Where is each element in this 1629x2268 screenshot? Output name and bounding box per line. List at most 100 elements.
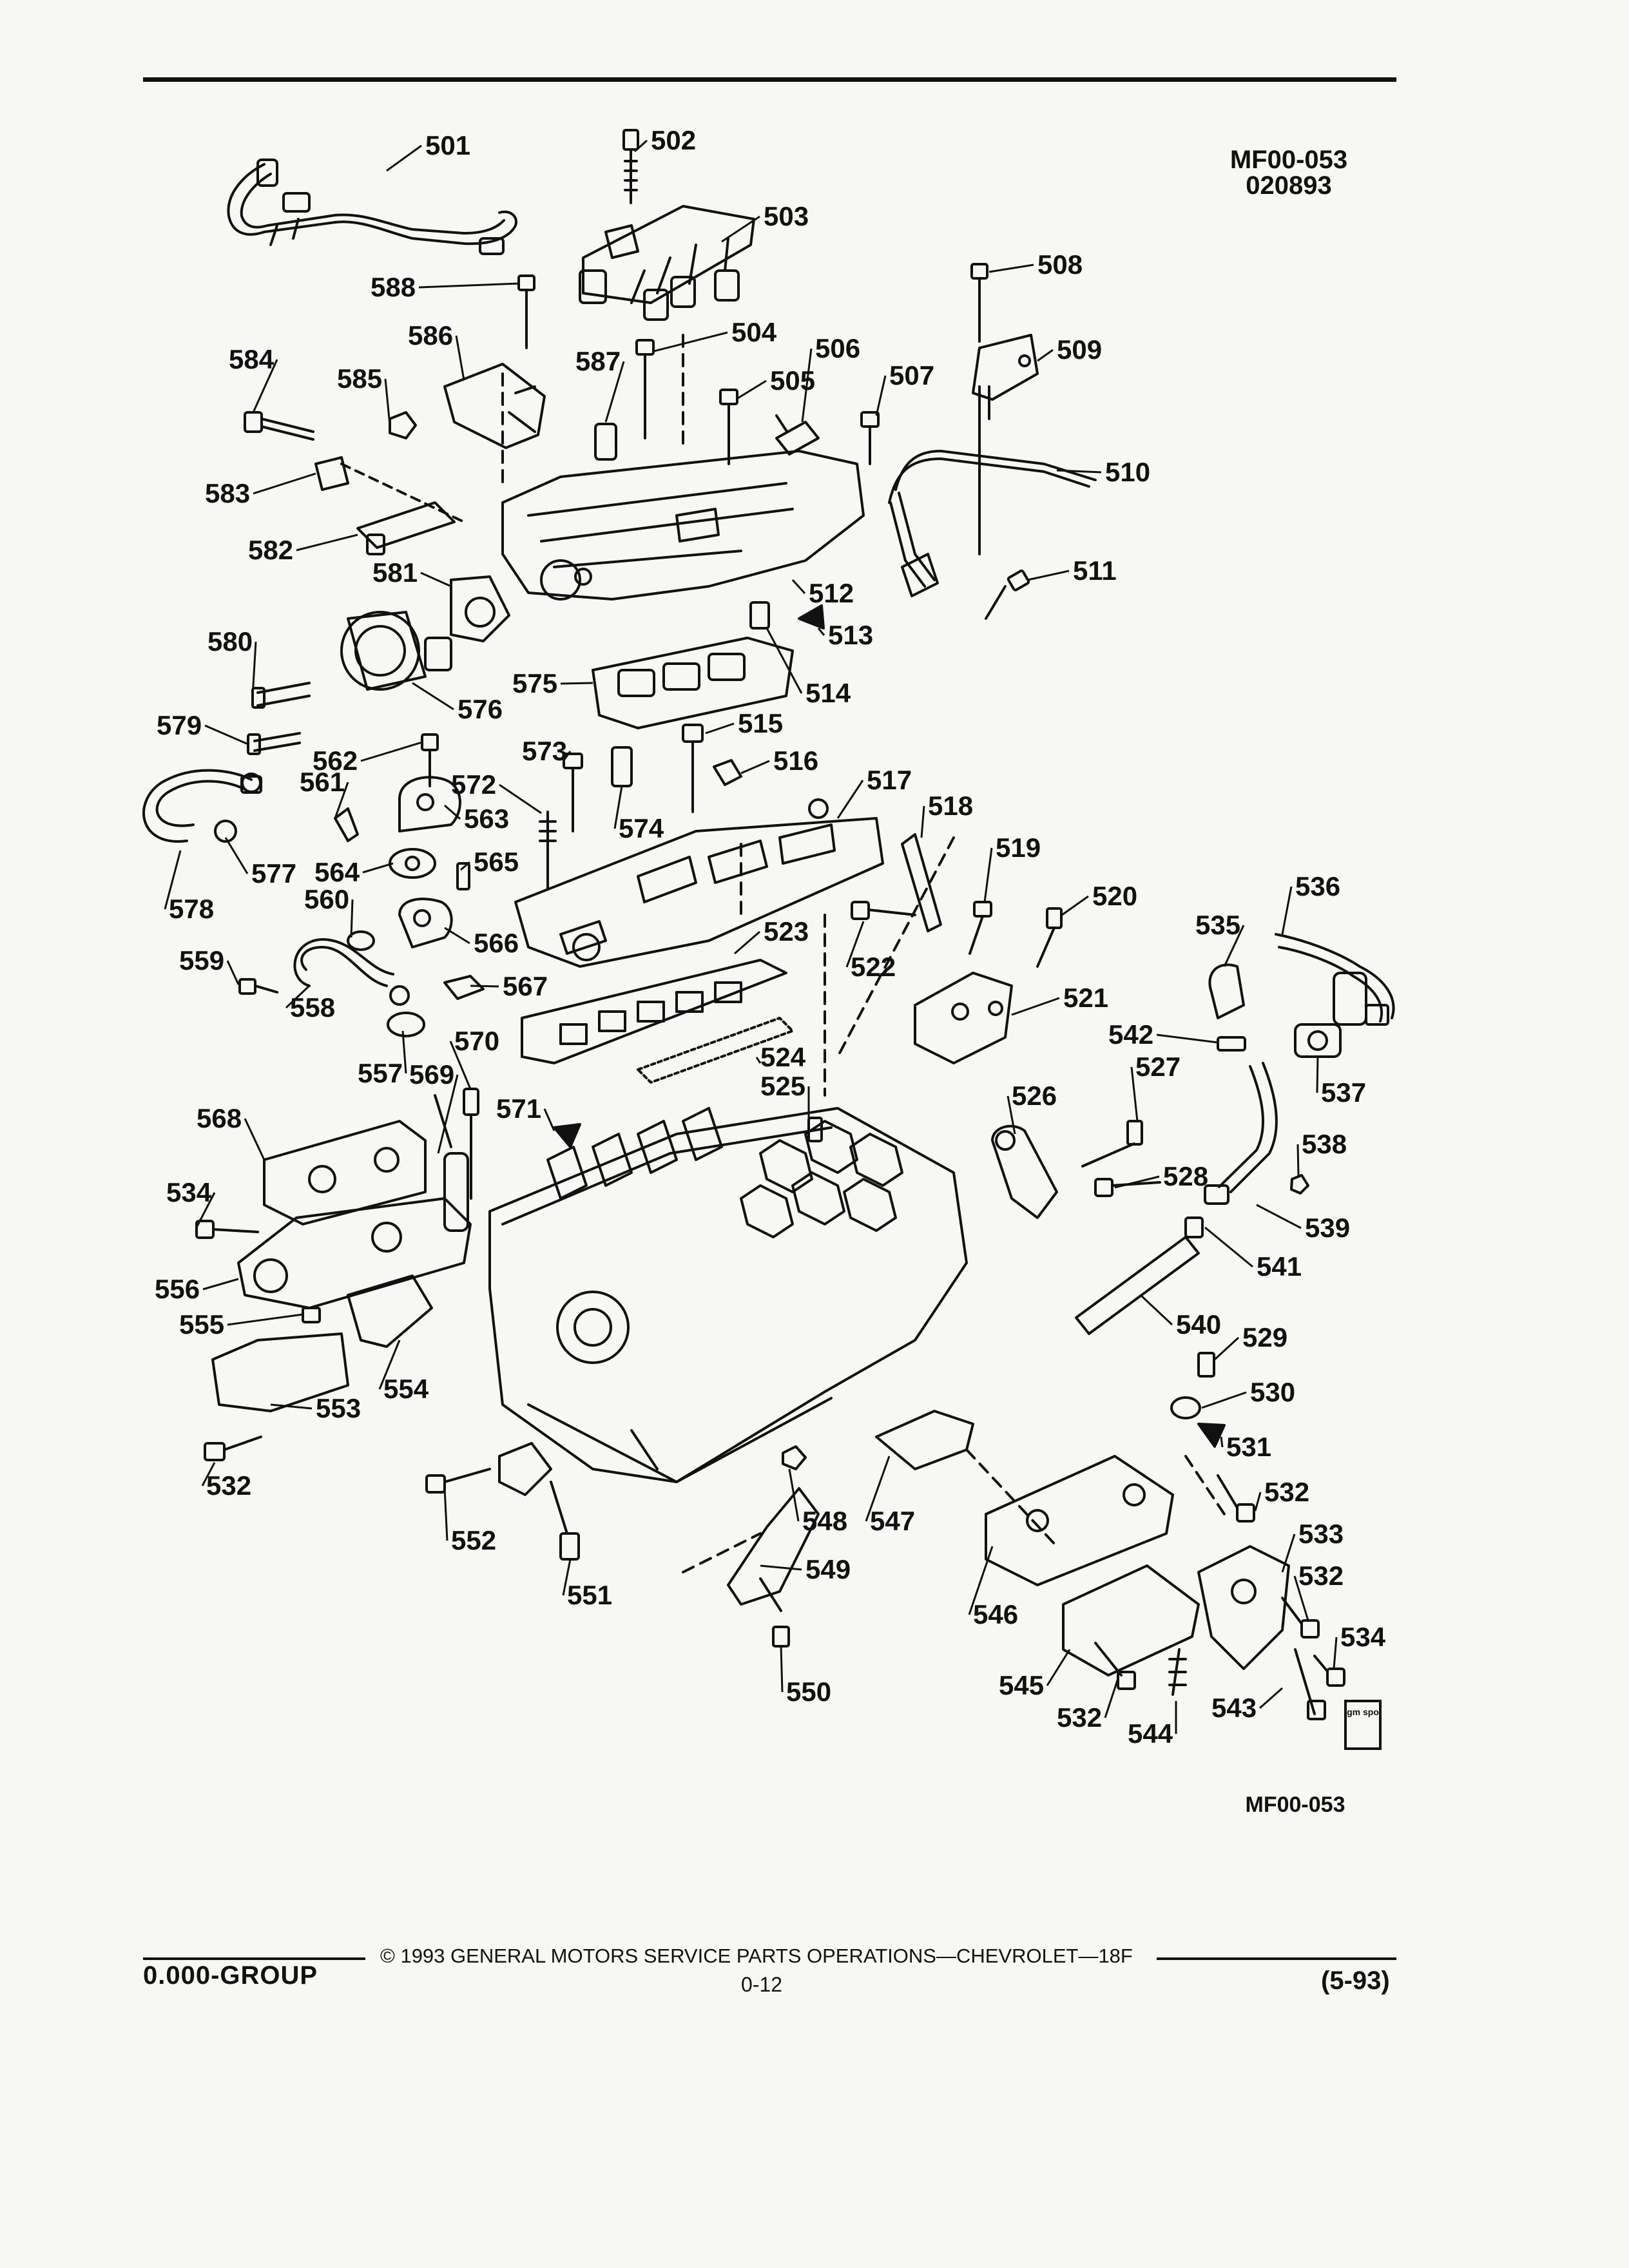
part-label-548: 548 <box>802 1506 847 1536</box>
part-label-570: 570 <box>454 1026 499 1056</box>
part-565-plug <box>456 862 470 890</box>
part-532-bolt-right-upper <box>1217 1474 1255 1523</box>
leader-line-588 <box>418 282 519 289</box>
part-522-bolt <box>851 901 916 920</box>
leader-line-565 <box>460 861 470 871</box>
leader-line-513 <box>817 628 825 636</box>
leader-line-519 <box>983 847 993 903</box>
part-label-552: 552 <box>451 1525 496 1555</box>
footer-rule-left <box>143 1957 365 1960</box>
part-518-bracket <box>901 833 942 932</box>
part-label-567: 567 <box>503 971 548 1001</box>
part-label-582: 582 <box>248 535 293 565</box>
gm-spo-logo: gm spo <box>1344 1700 1382 1750</box>
leader-line-556 <box>202 1278 239 1291</box>
part-label-577: 577 <box>251 858 296 889</box>
part-label-562: 562 <box>313 745 358 776</box>
leader-line-564 <box>362 862 394 874</box>
leader-line-527 <box>1130 1066 1139 1122</box>
part-label-505: 505 <box>770 365 815 396</box>
part-label-516: 516 <box>773 745 818 776</box>
part-527-bolt <box>1081 1120 1143 1168</box>
part-504-bolt <box>635 339 655 439</box>
part-label-532d: 532 <box>1057 1702 1102 1733</box>
part-label-578: 578 <box>169 894 214 924</box>
part-label-539: 539 <box>1305 1213 1350 1243</box>
leader-line-540 <box>1139 1294 1173 1326</box>
leader-line-520 <box>1061 895 1089 916</box>
part-label-543: 543 <box>1211 1693 1257 1723</box>
part-568-heat-shield <box>263 1120 427 1225</box>
part-label-564: 564 <box>314 857 360 887</box>
part-532-bolt-left <box>204 1436 262 1461</box>
part-524-gasket <box>637 1017 794 1084</box>
part-508-bolt <box>970 263 988 343</box>
part-556-exhaust-manifold <box>237 1197 472 1309</box>
leader-line-511 <box>1027 570 1070 581</box>
leader-line-512 <box>791 579 806 595</box>
leader-line-526 <box>1007 1095 1016 1135</box>
part-label-561: 561 <box>300 767 345 797</box>
part-label-519: 519 <box>996 832 1041 863</box>
leader-line-523 <box>734 930 760 955</box>
part-label-526: 526 <box>1012 1081 1057 1111</box>
part-583-bracket <box>314 456 349 491</box>
part-label-550: 550 <box>786 1677 831 1707</box>
leader-line-559 <box>226 960 240 985</box>
leader-line-516 <box>740 760 770 774</box>
part-label-574: 574 <box>619 813 664 843</box>
part-label-586: 586 <box>408 320 453 351</box>
top-rule <box>143 77 1396 82</box>
leader-line-572 <box>499 783 542 814</box>
part-label-511: 511 <box>1073 555 1117 586</box>
leader-line-509 <box>1037 349 1054 362</box>
part-519-bolt <box>969 901 992 955</box>
part-534-bolt-right <box>1313 1655 1345 1687</box>
part-label-581: 581 <box>372 557 418 588</box>
leader-line-510 <box>1056 469 1102 474</box>
leader-line-508 <box>988 264 1034 273</box>
leader-line-577 <box>224 837 249 874</box>
part-574-sensor <box>611 746 633 787</box>
leader-line-507 <box>875 375 887 416</box>
leader-line-563 <box>444 804 461 820</box>
part-label-541: 541 <box>1257 1251 1302 1282</box>
part-label-547: 547 <box>870 1506 915 1536</box>
leader-line-561 <box>334 782 349 819</box>
footer-page-number: 0-12 <box>741 1973 783 1996</box>
part-523-gasket <box>521 959 787 1064</box>
part-label-575: 575 <box>512 668 557 698</box>
part-label-510: 510 <box>1105 457 1150 487</box>
leader-line-502 <box>633 139 648 153</box>
figure-date: 020893 <box>1246 171 1332 200</box>
leader-line-576 <box>412 682 454 711</box>
part-label-554: 554 <box>383 1374 429 1404</box>
part-label-521: 521 <box>1063 983 1108 1013</box>
leader-line-582 <box>296 533 358 552</box>
leader-line-546 <box>968 1546 994 1615</box>
part-label-524: 524 <box>760 1042 806 1072</box>
leader-line-541 <box>1204 1226 1253 1268</box>
part-label-514: 514 <box>805 678 851 708</box>
part-586-bracket <box>340 363 546 523</box>
part-label-508: 508 <box>1037 249 1083 280</box>
part-label-522: 522 <box>851 952 896 982</box>
leader-line-587 <box>604 361 625 423</box>
leader-line-504 <box>653 331 728 352</box>
part-label-551: 551 <box>567 1580 612 1610</box>
part-label-559: 559 <box>179 945 224 975</box>
part-label-531: 531 <box>1226 1432 1271 1462</box>
part-554-bracket <box>347 1274 433 1348</box>
part-label-530: 530 <box>1250 1377 1295 1407</box>
part-501-vacuum-harness <box>227 159 517 255</box>
part-553-heat-shield <box>211 1332 349 1412</box>
part-509-bracket <box>972 334 1039 420</box>
leader-line-517 <box>836 780 864 819</box>
part-label-536: 536 <box>1295 871 1340 901</box>
leader-line-586 <box>455 335 465 381</box>
footer-group: 0.000-GROUP <box>143 1961 318 1990</box>
part-555-stud <box>302 1307 321 1323</box>
part-510-fuel-lines <box>888 385 1097 597</box>
leader-line-580 <box>251 641 257 697</box>
